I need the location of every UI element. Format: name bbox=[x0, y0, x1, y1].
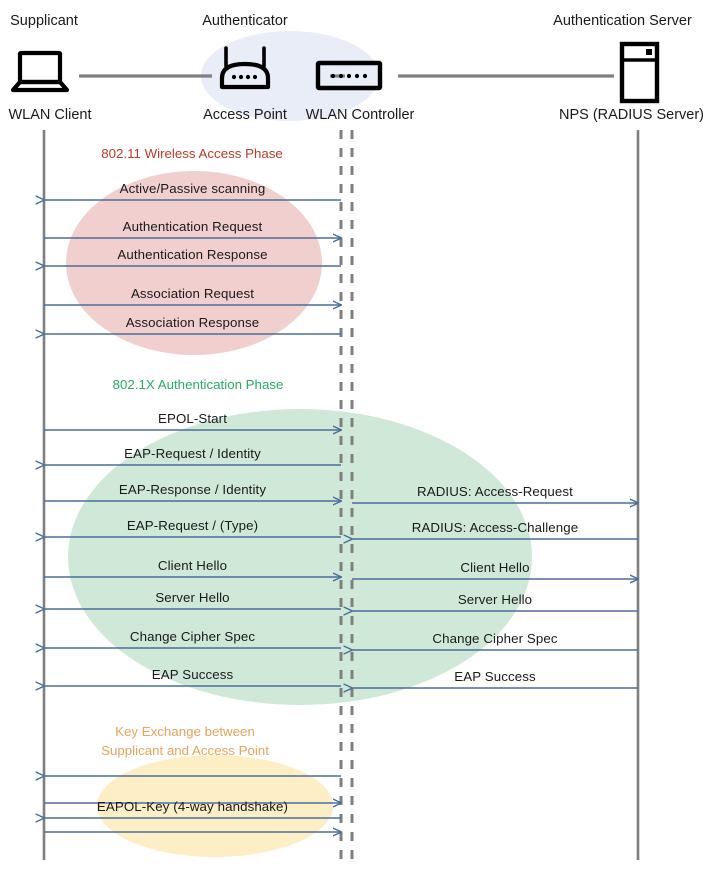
message-left-label: EAP-Request / Identity bbox=[124, 446, 261, 461]
message-left-label: EAPOL-Key (4-way handshake) bbox=[96, 799, 289, 814]
message-left-label: Association Response bbox=[125, 315, 260, 330]
message-left-label: EPOL-Start bbox=[158, 411, 227, 426]
message-left-label: Authentication Response bbox=[117, 247, 268, 262]
phase-label-80211: 802.11 Wireless Access Phase bbox=[101, 146, 283, 161]
actor-device-nps: NPS (RADIUS Server) bbox=[558, 107, 705, 123]
message-left-label: Client Hello bbox=[157, 558, 228, 573]
phase-label-key-exchange-line2: Supplicant and Access Point bbox=[101, 743, 269, 758]
phase-80211-ellipse bbox=[66, 171, 322, 355]
wireless-router-icon bbox=[219, 46, 271, 90]
actor-role-auth-server: Authentication Server bbox=[553, 13, 692, 29]
laptop-icon bbox=[10, 50, 70, 93]
actor-role-authenticator: Authenticator bbox=[202, 13, 288, 29]
actor-device-wlan-controller: WLAN Controller bbox=[305, 107, 415, 123]
actor-role-supplicant: Supplicant bbox=[10, 13, 78, 29]
network-switch-icon bbox=[315, 60, 383, 91]
actor-device-access-point: Access Point bbox=[203, 107, 287, 123]
actor-device-wlan-client: WLAN Client bbox=[8, 107, 92, 123]
message-left-label: Change Cipher Spec bbox=[129, 629, 256, 644]
message-left-label: Server Hello bbox=[155, 590, 230, 605]
message-right-label: RADIUS: Access-Challenge bbox=[411, 520, 579, 535]
message-left-label: EAP-Request / (Type) bbox=[126, 518, 259, 533]
phase-label-key-exchange-line1: Key Exchange between bbox=[115, 724, 255, 739]
message-left-label: EAP Success bbox=[151, 667, 234, 682]
message-left-label: Association Request bbox=[130, 286, 255, 301]
message-arrows-left bbox=[44, 200, 341, 832]
server-icon bbox=[619, 41, 660, 104]
phase-label-key-exchange: Key Exchange between Supplicant and Acce… bbox=[101, 722, 269, 760]
message-left-label: EAP-Response / Identity bbox=[118, 482, 267, 497]
message-right-label: Change Cipher Spec bbox=[432, 631, 558, 646]
message-right-label: Server Hello bbox=[457, 592, 533, 607]
message-right-label: EAP Success bbox=[454, 669, 536, 684]
message-left-label: Authentication Request bbox=[122, 219, 263, 234]
authenticator-halo bbox=[201, 31, 379, 121]
message-right-label: RADIUS: Access-Request bbox=[417, 484, 573, 499]
message-right-label: Client Hello bbox=[460, 560, 530, 575]
phase-8021x-ellipse bbox=[68, 409, 532, 705]
message-left-label: Active/Passive scanning bbox=[119, 181, 266, 196]
phase-label-8021x: 802.1X Authentication Phase bbox=[112, 377, 284, 392]
message-arrows-right bbox=[352, 503, 638, 688]
